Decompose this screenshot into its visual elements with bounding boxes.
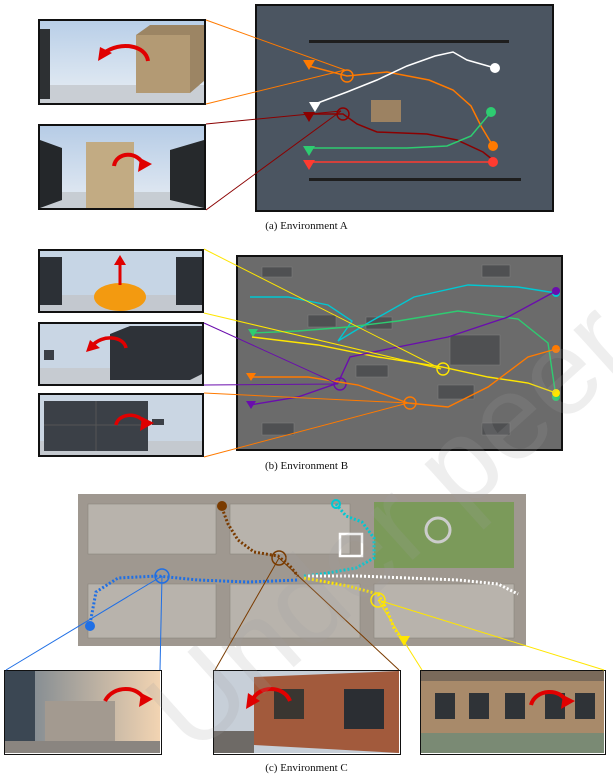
trajectory-yellow <box>303 576 406 643</box>
env-c-view-1 <box>4 670 162 755</box>
event-circle-orange <box>340 69 354 83</box>
caption-environment-b: (b) Environment B <box>264 460 349 472</box>
env-a-connectors <box>205 19 346 211</box>
env-c-connectors <box>5 557 605 671</box>
wall-top <box>309 40 509 43</box>
trajectory-brown <box>220 507 300 577</box>
goal-marker-red <box>488 157 498 167</box>
trajectory-purple <box>249 290 557 406</box>
block <box>371 100 401 122</box>
start-marker-green <box>303 146 315 156</box>
goal-marker-orange <box>552 345 560 353</box>
env-a-view-1 <box>38 19 206 105</box>
trajectory-orange <box>250 348 557 408</box>
trajectory-white <box>314 51 496 105</box>
env-b-view-3 <box>38 393 204 457</box>
env-a-trajectories <box>303 40 521 181</box>
env-c-view-2 <box>213 670 401 755</box>
curved-arrow-counterclockwise-icon <box>90 336 128 349</box>
env-a-view-2-scene <box>40 126 204 208</box>
figure-environment-b <box>0 245 613 465</box>
park <box>374 502 514 568</box>
start-marker-white <box>309 102 321 112</box>
env-b-view-2 <box>38 322 204 386</box>
buildings <box>87 503 515 639</box>
trajectory-cyan <box>250 284 557 342</box>
goal-marker-yellow <box>552 389 560 397</box>
env-b-connectors <box>203 248 442 458</box>
env-a-map <box>255 4 554 212</box>
trajectory-yellow <box>251 336 557 394</box>
env-c-view-3 <box>420 670 606 755</box>
trajectory-green <box>309 111 492 149</box>
goal-marker-purple <box>552 287 560 295</box>
env-b-view-1 <box>38 249 204 313</box>
start-marker-red <box>303 160 315 170</box>
caption-environment-a: (a) Environment A <box>265 220 348 232</box>
start-marker-orange <box>303 60 315 70</box>
trajectory-green <box>251 310 557 398</box>
trajectory-blue <box>88 574 299 625</box>
caption-environment-c: (c) Environment C <box>265 762 348 774</box>
goal-marker-white <box>490 63 500 73</box>
obstacles <box>261 264 511 436</box>
event-circle-brown <box>271 550 287 566</box>
env-b-trajectories <box>246 264 560 436</box>
env-a-view-2 <box>38 124 206 210</box>
wall-bottom <box>309 178 521 181</box>
trajectory-darkred <box>309 113 494 161</box>
curved-arrow-counterclockwise-icon <box>102 44 150 62</box>
figure-environment-a <box>0 0 613 230</box>
env-c-trajectories <box>78 494 526 646</box>
figure-environment-c <box>0 490 613 760</box>
goal-marker-green <box>486 107 496 117</box>
event-circle-yellow <box>370 592 386 608</box>
env-c-map <box>78 494 526 646</box>
env-b-map <box>236 255 563 451</box>
env-a-view-1-scene <box>40 21 204 103</box>
trajectory-white <box>308 574 519 596</box>
event-circle-yellow <box>436 362 450 376</box>
goal-marker-orange <box>488 141 498 151</box>
